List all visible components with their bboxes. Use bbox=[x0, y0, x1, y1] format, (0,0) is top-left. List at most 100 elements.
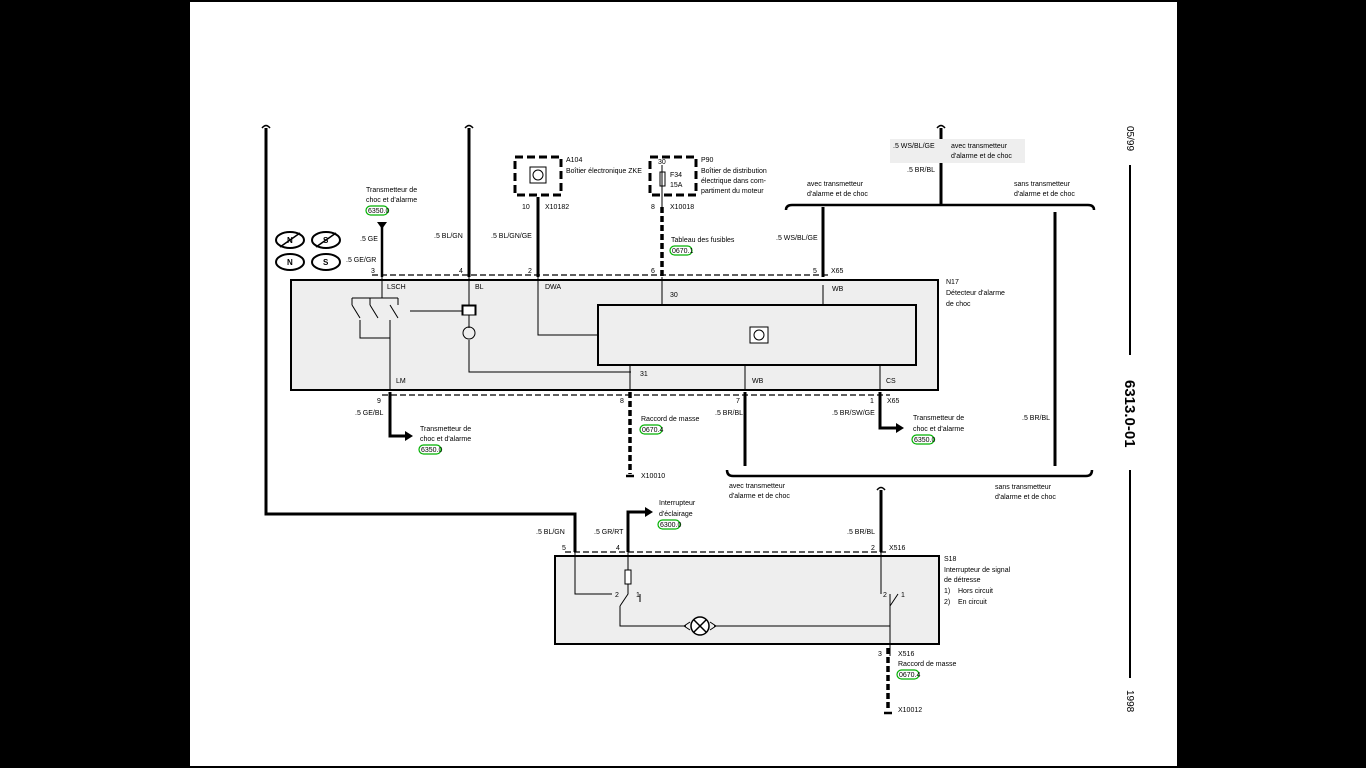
ref-number: 0670.1 bbox=[672, 248, 694, 255]
ref-ring bbox=[896, 669, 920, 680]
wire-color-label: .5 BL/GN/GE bbox=[491, 233, 532, 240]
wiring-diagram: N S N S Transmetteur de choc et d'alarme… bbox=[261, 124, 1138, 715]
svg-text:N: N bbox=[287, 258, 293, 267]
p90-module bbox=[648, 155, 698, 197]
pin-number: 3 bbox=[371, 268, 375, 275]
relay-coil bbox=[462, 305, 476, 316]
component-desc: de détresse bbox=[944, 577, 981, 584]
label-background bbox=[890, 139, 1025, 163]
sensor-label: choc et d'alarme bbox=[366, 197, 417, 204]
ref-ring bbox=[418, 444, 442, 455]
wire-color-label: .5 WS/BL/GE bbox=[893, 143, 935, 150]
symbol-n: N bbox=[275, 253, 305, 271]
break-mark bbox=[876, 486, 886, 491]
ref-number: 6350.0 bbox=[914, 437, 936, 444]
wire-color-label: .5 BR/BL bbox=[907, 167, 935, 174]
connector-id: X516 bbox=[889, 545, 905, 552]
symbol-n-crossed: N bbox=[275, 231, 305, 249]
ref-number: 6350.0 bbox=[368, 208, 390, 215]
pin-number: 5 bbox=[562, 545, 566, 552]
symbol-s-crossed: S bbox=[311, 231, 341, 249]
n17-internal-wiring bbox=[351, 277, 881, 390]
pin-number: 5 bbox=[813, 268, 817, 275]
ref-ring bbox=[365, 205, 389, 216]
arrow-marker bbox=[896, 423, 904, 433]
component-desc: Boîtier électronique ZKE bbox=[566, 168, 642, 175]
connector-id: X10012 bbox=[898, 707, 922, 714]
ref-number: 0670.4 bbox=[899, 672, 921, 679]
terminal-label: LM bbox=[396, 378, 406, 385]
sensor-label: Transmetteur de bbox=[366, 187, 417, 194]
wire-grrt bbox=[626, 510, 645, 552]
ref-number: 6350.0 bbox=[421, 447, 443, 454]
option-label: d'alarme et de choc bbox=[995, 494, 1056, 501]
fuse-resistor bbox=[624, 569, 632, 585]
wire-color-label: .5 BR/BL bbox=[1022, 415, 1050, 422]
option-label: En circuit bbox=[958, 599, 987, 606]
bus-bottom bbox=[725, 469, 1094, 478]
option-label: d'alarme et de choc bbox=[729, 493, 790, 500]
wire-color-label: .5 WS/BL/GE bbox=[776, 235, 818, 242]
option-number: 1) bbox=[944, 588, 950, 595]
pin-number: 30 bbox=[658, 159, 666, 166]
sensor-icon bbox=[753, 329, 765, 341]
option-number: 2) bbox=[944, 599, 950, 606]
pin-number: 8 bbox=[620, 398, 624, 405]
pin-number: 4 bbox=[459, 268, 463, 275]
break-mark bbox=[261, 124, 271, 129]
terminal-label: WB bbox=[832, 286, 844, 293]
page-date: 05/99 bbox=[1124, 126, 1135, 151]
wire-color-label: .5 GE/GR bbox=[346, 257, 376, 264]
connector-id: X10010 bbox=[641, 473, 665, 480]
arrow-marker bbox=[405, 431, 413, 441]
sensor-label: Transmetteur de bbox=[420, 426, 471, 433]
ref-ring bbox=[657, 519, 681, 530]
lamp-icon bbox=[683, 621, 717, 631]
pin-number: 1 bbox=[870, 398, 874, 405]
connector-id: X516 bbox=[898, 651, 914, 658]
option-label: Hors circuit bbox=[958, 588, 993, 595]
wire-cs bbox=[878, 392, 896, 430]
wire-color-label: .5 BR/BL bbox=[715, 410, 743, 417]
connector-id: X10018 bbox=[670, 204, 694, 211]
switch-label: Interrupteur bbox=[659, 500, 696, 507]
lamp-icon bbox=[693, 619, 707, 633]
switch-position: 2 bbox=[883, 592, 887, 599]
component-id: S18 bbox=[944, 556, 957, 563]
wire-color-label: .5 GR/RT bbox=[594, 529, 624, 536]
option-label: d'alarme et de choc bbox=[951, 153, 1012, 160]
option-label: sans transmetteur bbox=[995, 484, 1052, 491]
option-label: avec transmetteur bbox=[729, 483, 786, 490]
component-desc: Détecteur d'alarme bbox=[946, 290, 1005, 297]
component-id: P90 bbox=[701, 157, 714, 164]
arrow-marker bbox=[645, 507, 653, 517]
pin-number: 8 bbox=[651, 204, 655, 211]
switch-position: 2 bbox=[615, 592, 619, 599]
fuse-id: F34 bbox=[670, 172, 682, 179]
svg-text:S: S bbox=[323, 258, 329, 267]
sensor-icon bbox=[749, 326, 769, 344]
bus-top bbox=[784, 203, 1096, 211]
fuse-amps: 15A bbox=[670, 182, 683, 189]
ground-label: Raccord de masse bbox=[641, 416, 699, 423]
module-icon bbox=[529, 166, 547, 184]
pin-number: 2 bbox=[528, 268, 532, 275]
wire-color-label: .5 BR/BL bbox=[847, 529, 875, 536]
switch-label: d'éclairage bbox=[659, 511, 693, 518]
connector-id: X65 bbox=[887, 398, 900, 405]
diagram-sheet: N S N S Transmetteur de choc et d'alarme… bbox=[190, 2, 1177, 766]
wire-color-label: .5 BR/SW/GE bbox=[832, 410, 875, 417]
transistor-icon bbox=[462, 326, 476, 340]
sensor-label: Transmetteur de bbox=[913, 415, 964, 422]
ref-ring bbox=[669, 245, 693, 256]
terminal-label: 30 bbox=[670, 292, 678, 299]
pin-number: 10 bbox=[522, 204, 530, 211]
break-mark bbox=[936, 124, 946, 129]
terminal-label: WB bbox=[752, 378, 764, 385]
pin-number: 2 bbox=[871, 545, 875, 552]
option-label: sans transmetteur bbox=[1014, 181, 1071, 188]
symbol-s: S bbox=[311, 253, 341, 271]
ref-ring bbox=[639, 424, 663, 435]
wire-color-label: .5 GE/BL bbox=[355, 410, 384, 417]
terminal-label: BL bbox=[475, 284, 484, 291]
